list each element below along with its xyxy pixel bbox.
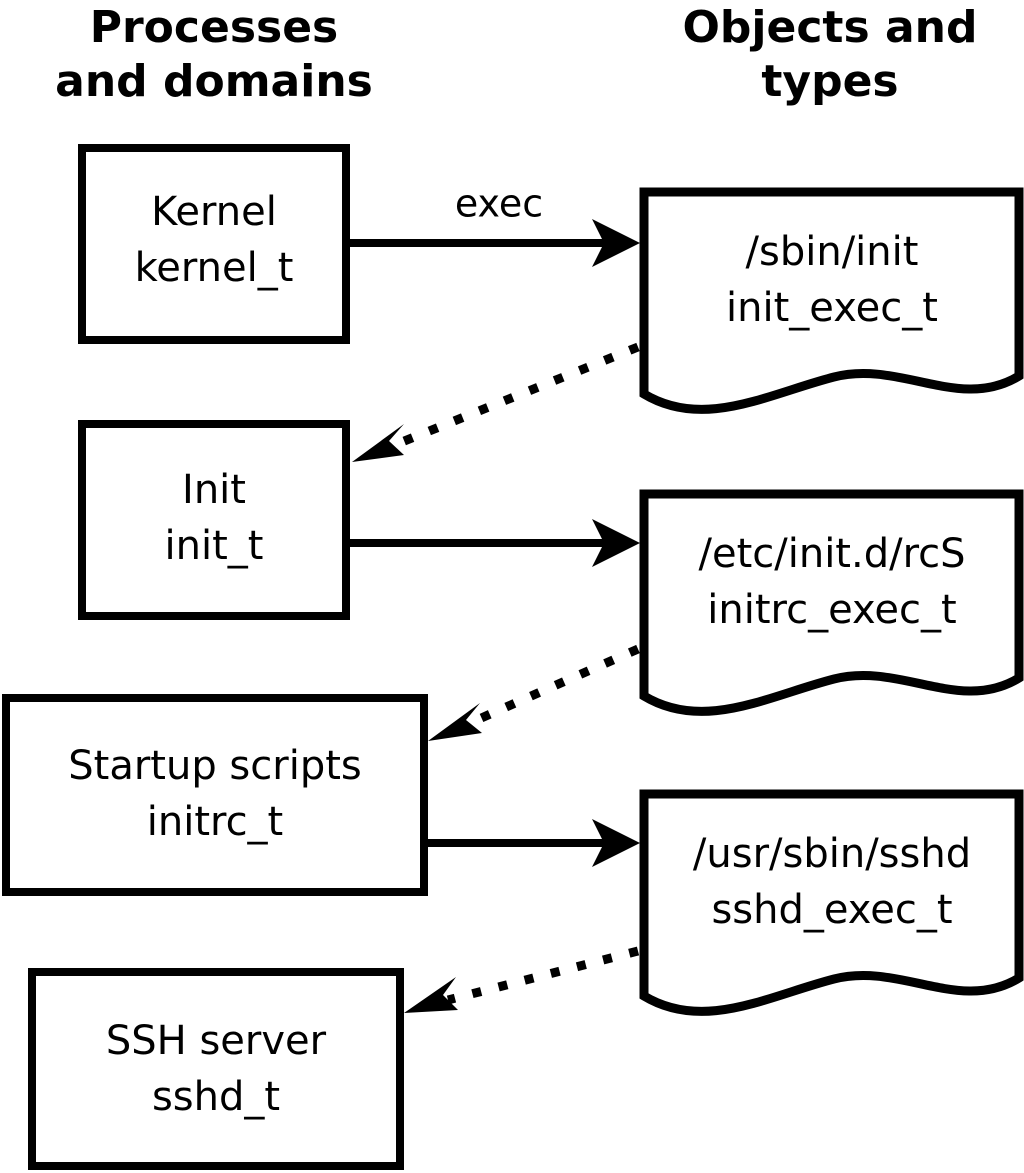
column-header-processes: Processes and domains — [55, 2, 373, 107]
node-sshd-exec-type: sshd_exec_t — [711, 887, 952, 933]
node-init-name: Init — [182, 467, 246, 513]
edge-line — [468, 644, 640, 728]
edge-label-exec: exec — [455, 182, 543, 226]
node-initrc[interactable]: Startup scripts initrc_t — [2, 694, 428, 896]
node-sshd-exec[interactable]: /usr/sbin/sshd sshd_exec_t — [639, 789, 1024, 1016]
node-sshd-exec-path: /usr/sbin/sshd — [693, 831, 971, 877]
node-initrc-exec-type: initrc_exec_t — [707, 587, 956, 633]
node-init-exec[interactable]: /sbin/init init_exec_t — [639, 187, 1024, 414]
node-initrc-name: Startup scripts — [68, 743, 361, 789]
arrowhead-right — [592, 219, 640, 267]
node-init[interactable]: Init init_t — [78, 420, 350, 620]
edge-initrc-exec-transition-initrc — [428, 644, 640, 741]
node-init-exec-document[interactable] — [639, 187, 1024, 414]
node-sshd-box[interactable] — [28, 968, 404, 1170]
column-header-processes-line1: Processes — [90, 2, 339, 53]
arrowhead-left — [352, 424, 404, 462]
node-init-box[interactable] — [78, 420, 350, 620]
node-init-type: init_t — [165, 523, 264, 569]
node-initrc-exec-path: /etc/init.d/rcS — [698, 531, 965, 577]
node-initrc-box[interactable] — [2, 694, 428, 896]
node-initrc-exec[interactable]: /etc/init.d/rcS initrc_exec_t — [639, 489, 1024, 716]
edge-line — [390, 342, 640, 451]
node-sshd-exec-document[interactable] — [639, 789, 1024, 1016]
arrowhead-left — [428, 703, 482, 741]
node-init-exec-path: /sbin/init — [746, 229, 919, 275]
arrowhead-left — [404, 977, 458, 1013]
node-kernel-name: Kernel — [151, 189, 277, 235]
node-sshd[interactable]: SSH server sshd_t — [28, 968, 404, 1170]
edge-initrc-exec-sshd-exec — [428, 819, 640, 867]
edge-sshd-exec-transition-sshd — [404, 946, 640, 1013]
arrowhead-right — [592, 819, 640, 867]
node-sshd-type: sshd_t — [152, 1074, 280, 1120]
node-sshd-name: SSH server — [106, 1018, 327, 1064]
edge-kernel-exec-init-exec: exec — [350, 182, 640, 267]
node-initrc-type: initrc_t — [147, 799, 284, 845]
column-header-objects: Objects and types — [683, 2, 978, 107]
node-kernel-box[interactable] — [78, 144, 350, 344]
arrowhead-right — [592, 519, 640, 567]
edge-init-exec-transition-init — [352, 342, 640, 462]
node-kernel[interactable]: Kernel kernel_t — [78, 144, 350, 344]
node-kernel-type: kernel_t — [135, 245, 294, 291]
column-header-objects-line2: types — [761, 56, 898, 107]
edge-init-exec-initrc-exec — [350, 519, 640, 567]
node-initrc-exec-document[interactable] — [639, 489, 1024, 716]
node-init-exec-type: init_exec_t — [726, 285, 938, 331]
edge-line — [446, 946, 640, 1005]
column-header-processes-line2: and domains — [55, 56, 373, 107]
column-header-objects-line1: Objects and — [683, 2, 978, 53]
